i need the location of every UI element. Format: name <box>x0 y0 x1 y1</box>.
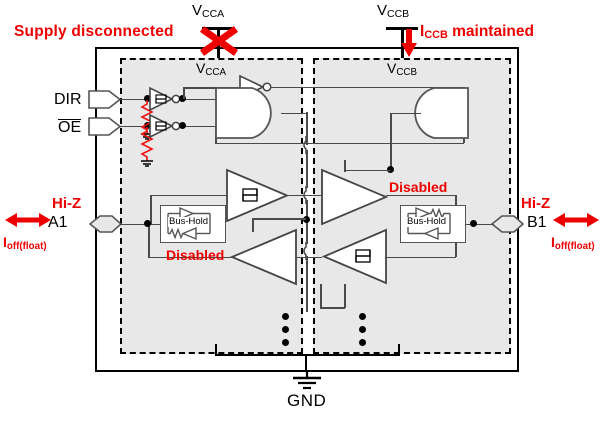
bus-hold-right-label: Bus-Hold <box>406 216 448 227</box>
wire-crossover-jump-3-icon <box>303 242 307 260</box>
a1-pin-label: A1 <box>48 214 68 231</box>
dir-pin-connector-icon <box>88 90 122 109</box>
b-driver-out-wire <box>386 194 456 196</box>
vcca-top-label: VCCA <box>192 2 225 20</box>
oe-long-wire <box>215 142 464 144</box>
a-enable-bus-seg1 <box>306 150 308 188</box>
gnd-rail-wire <box>215 354 400 356</box>
a1-node-dot <box>144 220 151 227</box>
dir-inv-out-wire <box>180 98 216 100</box>
dir-branch-up-wire <box>183 87 185 99</box>
dir-schmitt-inverter-icon <box>149 86 181 112</box>
b-enable-and-gate-icon <box>414 87 469 139</box>
a-output-driver-icon <box>229 228 297 286</box>
oe-input-wire <box>120 125 148 127</box>
package-frame-right <box>517 47 519 372</box>
b-channel-bus-left <box>320 307 345 309</box>
b1-pin-label: B1 <box>527 214 547 231</box>
a-and-out-down-wire <box>306 112 308 145</box>
oe-inv-out-dot <box>179 122 186 129</box>
b-and-out-down-wire <box>390 112 392 171</box>
b-output-driver-icon <box>321 168 389 226</box>
a-enable-bus-seg3 <box>306 256 308 312</box>
dir-junction-dot <box>144 95 151 102</box>
supply-disconnected-label: Supply disconnected <box>14 23 174 40</box>
oe-junction-dot <box>144 122 151 129</box>
a-enable-and-gate-icon <box>215 87 272 139</box>
a-driver-out-wire <box>148 256 232 258</box>
bus-hold-left-label: Bus-Hold <box>168 216 210 227</box>
wire-crossover-jump-2-icon <box>303 186 307 204</box>
disabled-right-label: Disabled <box>389 179 448 195</box>
dir-input-wire <box>120 98 148 100</box>
oe-pin-label: OE <box>58 119 82 136</box>
ioff-left-double-arrow-icon <box>5 213 51 227</box>
ground-symbol-icon <box>293 370 321 390</box>
gnd-rail-left-stub <box>215 344 217 355</box>
a-driver-in-wire <box>296 256 310 258</box>
gnd-rail-right-stub <box>398 344 400 355</box>
b-and-out-wire <box>390 112 421 114</box>
a-driver-enable-wire <box>252 218 306 220</box>
vccb-top-label: VCCB <box>377 2 410 20</box>
b-driver-in-wire <box>308 194 322 196</box>
b1-pin-connector-icon <box>490 215 525 233</box>
b-receiver-out-wire <box>310 256 322 258</box>
b-receiver-in-wire <box>386 256 456 258</box>
a-receiver-in-wire <box>150 194 226 196</box>
package-frame-left <box>95 47 97 372</box>
vccb-supply-stem <box>401 27 404 58</box>
hiz-right-label: Hi-Z <box>521 195 551 212</box>
vccb-inner-label: VCCB <box>387 60 418 78</box>
top-inverter-in-wire <box>183 87 240 89</box>
oe-pin-connector-icon <box>88 117 122 136</box>
bus-hold-right-internals-icon <box>407 206 451 241</box>
b-driver-enable-stub <box>344 160 346 172</box>
b1-node-dot <box>470 220 477 227</box>
gnd-drop-wire <box>305 354 307 371</box>
ioff-right-label: Ioff(float) <box>551 234 595 252</box>
top-inverter-out-wire <box>271 86 464 88</box>
b-driver-enable-wire <box>344 169 391 171</box>
b-channel-bus-stub <box>320 284 322 308</box>
a-driver-out-up-wire <box>148 224 150 257</box>
a-driver-node-dot <box>303 216 310 223</box>
oe-schmitt-inverter-icon <box>149 113 181 139</box>
bus-hold-left-internals-icon <box>167 206 211 241</box>
hiz-left-label: Hi-Z <box>52 195 82 212</box>
b-channel-bus-down <box>344 284 346 308</box>
a1-pin-connector-icon <box>88 215 123 233</box>
disabled-left-label: Disabled <box>166 247 225 263</box>
dir-pin-label: DIR <box>54 91 82 108</box>
b-receiver-schmitt-buffer-icon <box>321 228 387 285</box>
oe-pulldown-resistor-icon <box>140 127 154 167</box>
a-driver-enable-stub <box>252 218 254 232</box>
dir-inv-out-dot <box>179 95 186 102</box>
ioff-right-double-arrow-icon <box>553 213 599 227</box>
wire-crossover-jump-1-icon <box>303 136 307 154</box>
iccb-maintained-label: ICCB maintained <box>420 23 534 41</box>
ioff-left-label: Ioff(float) <box>3 234 47 252</box>
a-and-out-wire <box>281 112 307 114</box>
a-receiver-in-down-wire <box>150 194 152 225</box>
vcca-inner-label: VCCA <box>196 60 227 78</box>
supply-disconnect-x-icon <box>199 26 239 56</box>
package-frame-top <box>95 47 519 49</box>
iccb-arrow-down-icon <box>401 29 417 57</box>
oe-inv-out-wire <box>180 125 216 127</box>
a-receiver-schmitt-buffer-icon <box>226 168 290 223</box>
gnd-label: GND <box>287 391 327 410</box>
